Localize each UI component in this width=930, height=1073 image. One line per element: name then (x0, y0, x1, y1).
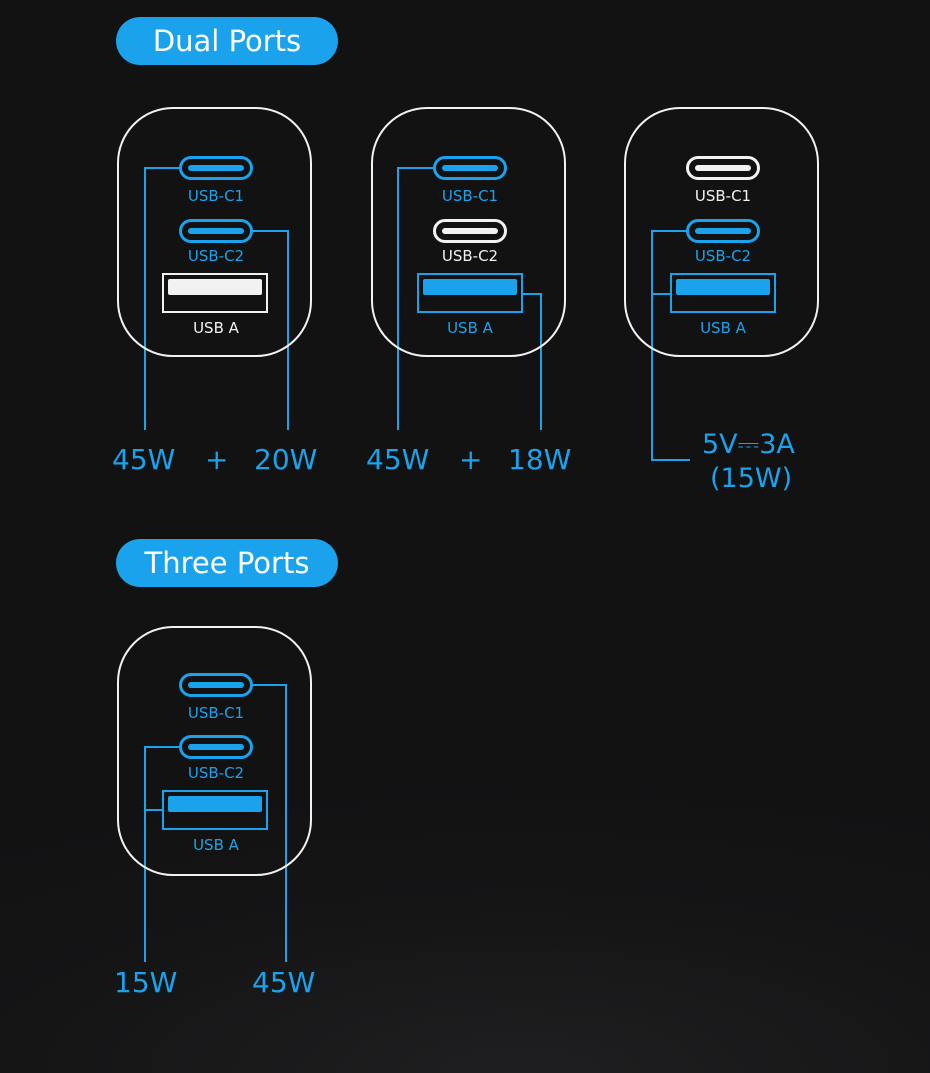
dual-ports-title: Dual Ports (116, 17, 338, 65)
d3-voltage-spec: 5V⎓3A (702, 429, 795, 460)
d2-usb-c1-label: USB-C1 (441, 187, 499, 205)
d3-usb-c2-port (686, 219, 760, 243)
d1-usb-a-label: USB A (193, 319, 239, 337)
charger-outline-d3 (624, 107, 819, 357)
charger-outline-three (117, 626, 312, 876)
d2-c1-watt: 45W (366, 443, 430, 476)
d1-usb-c2-port (179, 219, 253, 243)
d2-usb-a-label: USB A (447, 319, 493, 337)
t1-line-c2 (144, 746, 180, 962)
t1-usb-c1-label: USB-C1 (187, 704, 245, 722)
d2-plus: + (459, 443, 483, 476)
d3-usb-a-label: USB A (700, 319, 746, 337)
d2-a-watt: 18W (508, 443, 572, 476)
d2-usb-c2-port (433, 219, 507, 243)
t1-line-c1 (252, 684, 287, 962)
d1-c2-watt: 20W (254, 443, 318, 476)
d1-c1-watt: 45W (112, 443, 176, 476)
t1-usb-a-label: USB A (193, 836, 239, 854)
d1-usb-c2-label: USB-C2 (187, 247, 245, 265)
charger-outline-d2 (371, 107, 566, 357)
d2-usb-c1-port (433, 156, 507, 180)
d3-usb-c1-port (686, 156, 760, 180)
d2-usb-a-port (417, 273, 523, 313)
d3-usb-c2-label: USB-C2 (694, 247, 752, 265)
t1-usb-c2-label: USB-C2 (187, 764, 245, 782)
d1-line-c2 (252, 230, 289, 430)
t1-usb-c1-port (179, 673, 253, 697)
d2-line-a (522, 293, 542, 430)
d3-watt-spec: (15W) (710, 463, 793, 494)
t1-usb-a-port (162, 790, 268, 830)
t1-left-watt: 15W (114, 966, 178, 999)
d1-usb-c1-label: USB-C1 (187, 187, 245, 205)
d3-usb-c1-label: USB-C1 (694, 187, 752, 205)
three-ports-title: Three Ports (116, 539, 338, 587)
d3-usb-a-port (670, 273, 776, 313)
t1-usb-c2-port (179, 735, 253, 759)
d1-plus: + (205, 443, 229, 476)
t1-right-watt: 45W (252, 966, 316, 999)
d2-usb-c2-label: USB-C2 (441, 247, 499, 265)
charger-outline-d1 (117, 107, 312, 357)
d1-usb-a-port (162, 273, 268, 313)
d1-usb-c1-port (179, 156, 253, 180)
